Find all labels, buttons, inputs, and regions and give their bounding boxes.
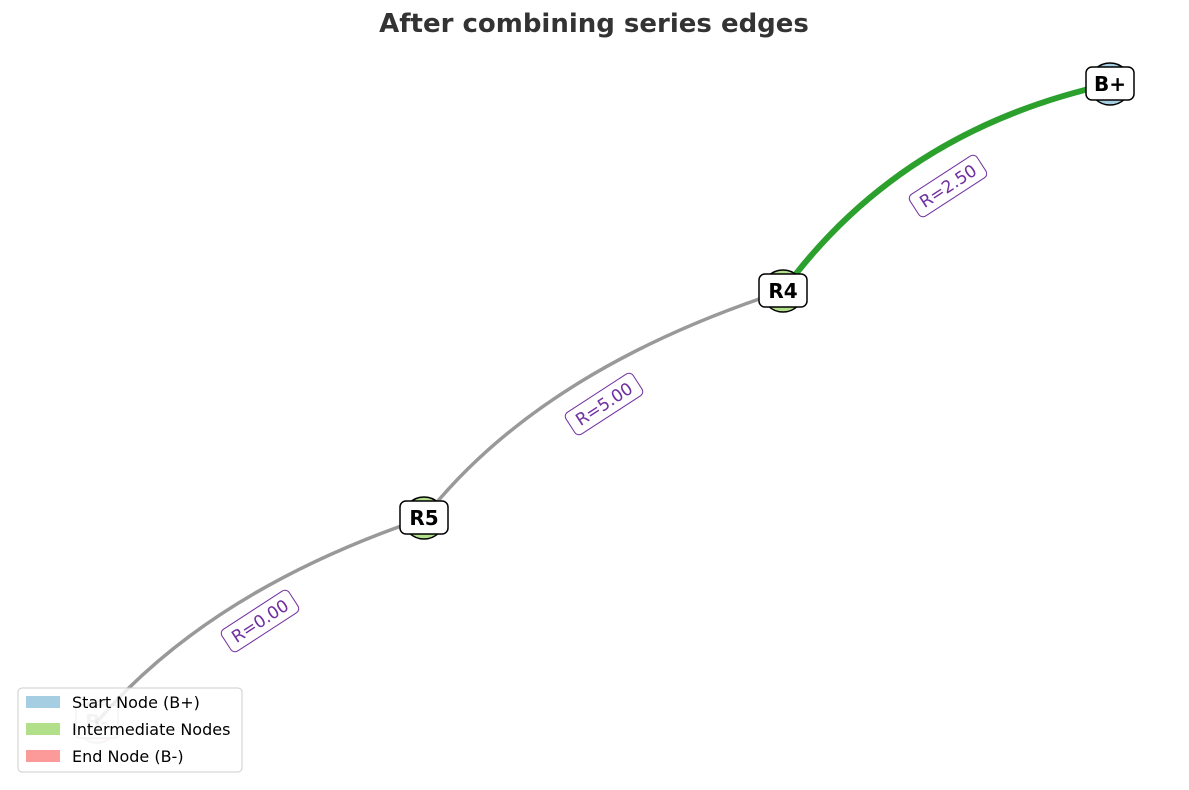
edge-label-box [908, 154, 988, 218]
node-r4-label-box [758, 273, 808, 308]
legend-item-intermediate: Intermediate Nodes [26, 720, 230, 739]
node-r5[interactable]: R5 [399, 496, 449, 540]
node-r5-label: R5 [409, 506, 438, 530]
legend-label: End Node (B-) [72, 747, 184, 766]
legend: Start Node (B+) Intermediate Nodes End N… [17, 687, 243, 773]
node-r5-label-box [399, 500, 449, 535]
node-bplus[interactable]: B+ [1085, 62, 1135, 106]
legend-item-start: Start Node (B+) [26, 693, 200, 712]
edge-label-bminus-r5: R=0.00 [220, 589, 300, 653]
node-bplus-label: B+ [1094, 72, 1126, 96]
legend-swatch [26, 723, 60, 735]
edge-label-r5-r4: R=5.00 [564, 372, 644, 436]
legend-item-end: End Node (B-) [26, 747, 184, 766]
edge-r4-bplus[interactable] [780, 81, 1113, 294]
node-bplus-label-box [1085, 66, 1135, 101]
node-r4[interactable]: R4 [758, 269, 808, 313]
legend-label: Intermediate Nodes [72, 720, 230, 739]
legend-swatch [26, 696, 60, 708]
diagram-title: After combining series edges [379, 9, 809, 39]
edge-r5-r4[interactable] [422, 289, 785, 520]
edge-label-box [220, 589, 300, 653]
legend-label: Start Node (B+) [72, 693, 200, 712]
edge-labels-layer: R=2.50 R=5.00 R=0.00 [220, 154, 988, 653]
node-r4-label: R4 [768, 279, 797, 303]
edge-label-box [564, 372, 644, 436]
legend-frame [17, 687, 243, 773]
legend-swatch [26, 750, 60, 762]
